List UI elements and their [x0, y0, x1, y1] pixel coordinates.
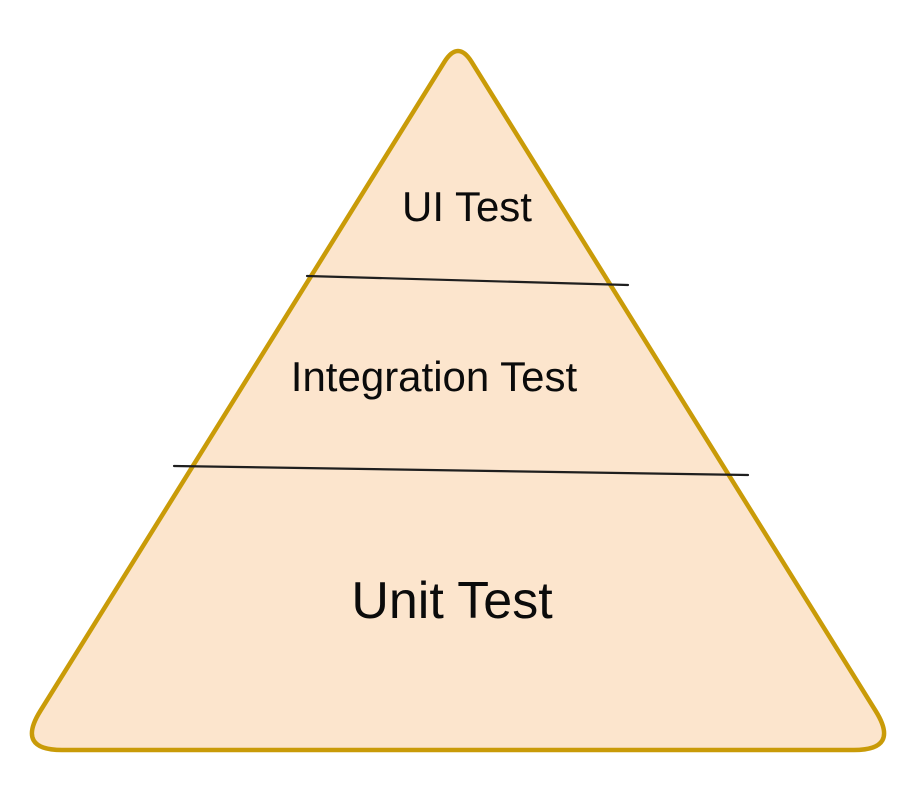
level-label-ui-test: UI Test — [402, 183, 532, 230]
divider-line-bottom — [172, 464, 750, 477]
divider-line-top — [305, 274, 630, 287]
level-label-integration-test: Integration Test — [291, 353, 578, 400]
level-label-unit-test: Unit Test — [351, 572, 553, 630]
pyramid-shape — [29, 48, 887, 753]
